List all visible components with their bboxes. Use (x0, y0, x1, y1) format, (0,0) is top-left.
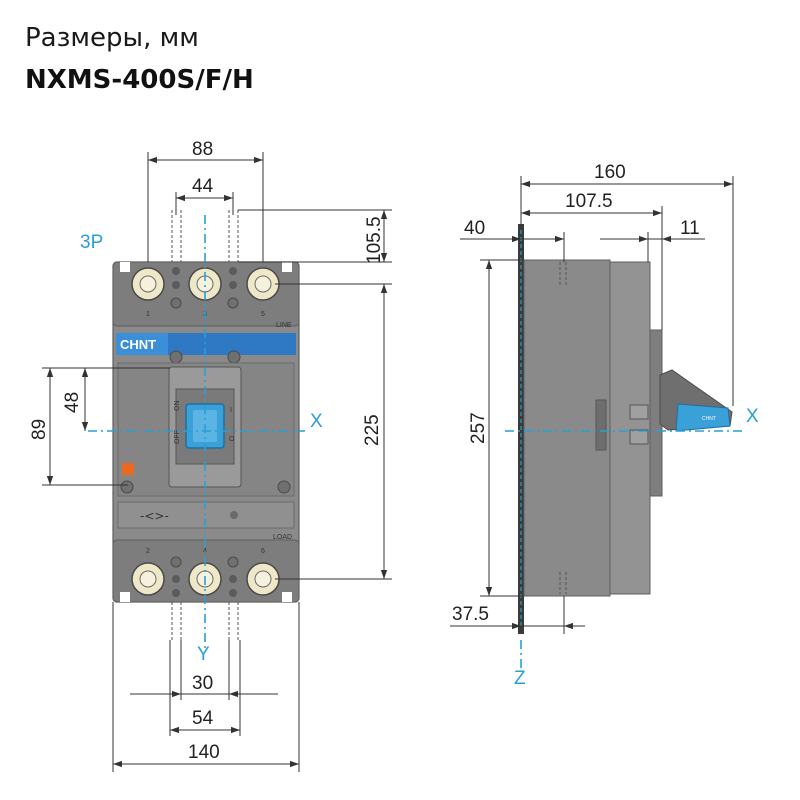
brand-logo: CHNT (120, 337, 156, 352)
terminal-bottom-6 (246, 562, 280, 596)
terminal-top-5 (246, 267, 280, 301)
accessory-symbol: -<>- (140, 509, 169, 523)
front-axis-x-label: X (310, 411, 323, 432)
handle-off-label: OFF (174, 430, 181, 444)
dim-bottom-offset: 37.5 (452, 604, 489, 625)
side-axis-z-label: Z (514, 668, 526, 689)
side-body-front (609, 261, 651, 595)
dim-mount-pitch: 30 (192, 673, 213, 694)
terminal-number-1: 1 (146, 311, 150, 318)
front-view: 1 3 5 LINE CHNT ON OFF I O -<>- LOAD 2 (29, 139, 392, 772)
handle-i-label: I (230, 407, 232, 414)
terminal-number-5: 5 (261, 311, 265, 318)
terminal-number-6: 6 (261, 548, 265, 555)
dim-height-between: 225 (362, 414, 383, 446)
dim-terminal-top: 105.5 (364, 216, 385, 264)
dim-terminal-pitch: 44 (192, 176, 214, 197)
handle-o-label: O (229, 436, 235, 443)
dim-handle-end: 11 (680, 218, 700, 239)
poles-label: 3P (80, 232, 103, 253)
dim-center-height: 89 (29, 419, 50, 440)
svg-text:CHNT: CHNT (702, 416, 716, 422)
dim-base-plate: 40 (464, 218, 485, 239)
handle-on-label: ON (174, 401, 181, 412)
dim-terminal-pitch-outer: 88 (192, 139, 213, 160)
dim-overall-width: 140 (188, 742, 220, 763)
side-axis-x-label: X (746, 406, 759, 427)
line-label: LINE (276, 322, 292, 329)
dim-center-offset: 48 (62, 392, 83, 413)
accessory-panel (117, 501, 295, 529)
trip-indicator (122, 463, 134, 475)
page-title: NXMS-400S/F/H (25, 65, 254, 95)
side-view: CHNT X Z 160 107.5 40 11 257 37.5 (450, 162, 759, 689)
front-axis-y-label: Y (197, 644, 210, 665)
terminal-top-1 (131, 267, 165, 301)
dim-overall-depth: 160 (594, 162, 626, 183)
dim-mount-pitch-outer: 54 (192, 708, 214, 729)
terminal-number-2: 2 (146, 548, 150, 555)
page-subtitle: Размеры, мм (25, 23, 199, 53)
dim-handle-depth: 107.5 (565, 191, 613, 212)
load-label: LOAD (273, 534, 292, 541)
terminal-bottom-2 (131, 562, 165, 596)
dim-height: 257 (468, 412, 489, 444)
